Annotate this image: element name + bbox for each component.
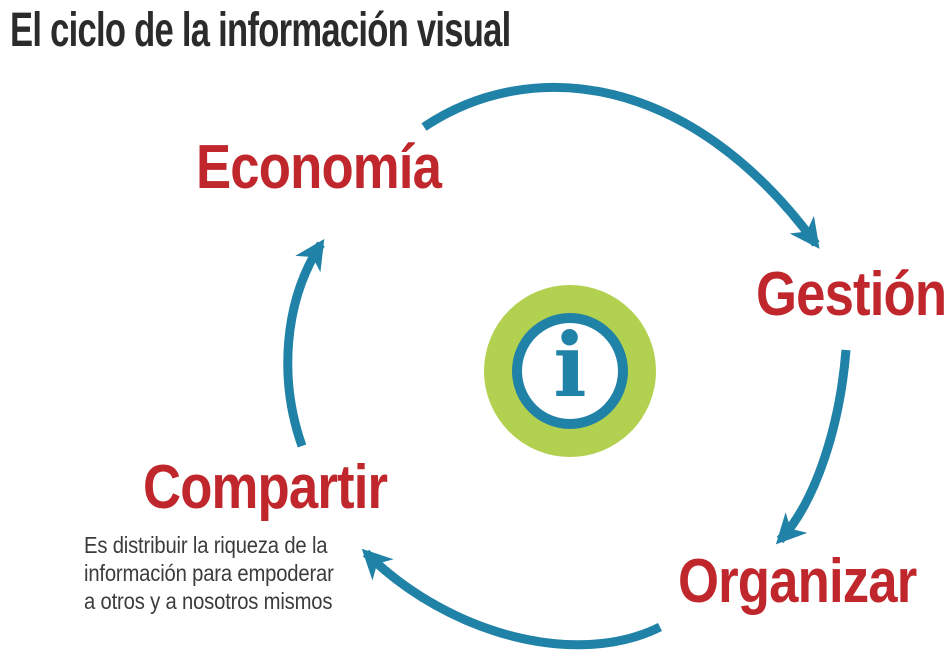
info-icon-ring	[512, 313, 628, 429]
stage-label-gestion: Gestión	[756, 260, 947, 329]
arrow-economia-to-gestion-icon	[421, 82, 820, 249]
stage-description-compartir: Es distribuir la riqueza de la informaci…	[84, 532, 334, 614]
stage-label-economia: Economía	[196, 133, 442, 202]
info-icon: i	[484, 285, 656, 457]
page-title: El ciclo de la información visual	[10, 4, 511, 57]
stage-label-organizar: Organizar	[678, 547, 917, 616]
arrow-organizar-to-compartir-icon	[361, 548, 663, 650]
stage-label-compartir: Compartir	[143, 453, 388, 522]
arrow-compartir-to-economia-icon	[283, 238, 325, 448]
arrow-gestion-to-organizar-icon	[775, 349, 851, 545]
info-icon-letter: i	[553, 313, 586, 417]
